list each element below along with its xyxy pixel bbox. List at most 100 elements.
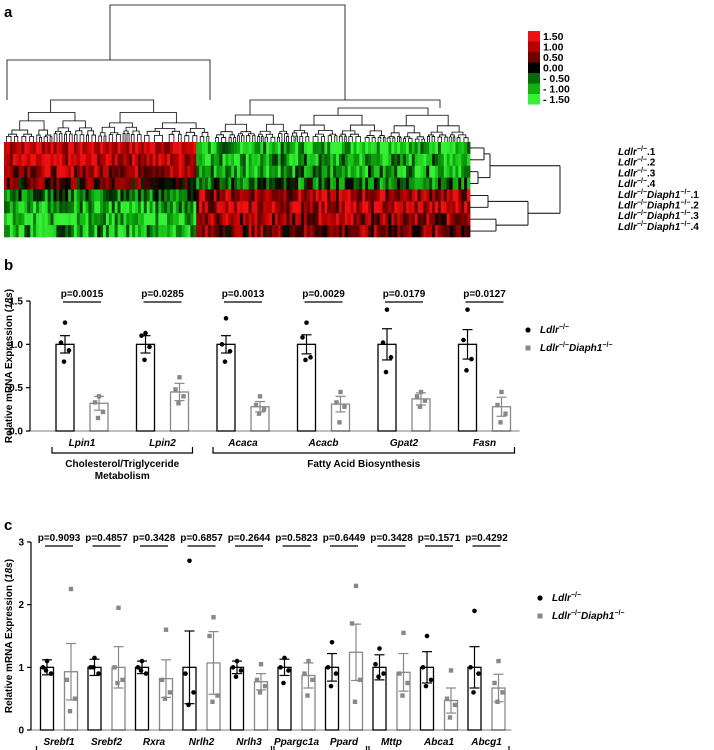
heatmap-cell (467, 153, 471, 167)
heatmap-cell (15, 165, 19, 178)
data-point (469, 356, 474, 362)
heatmap-cell (362, 225, 366, 238)
heatmap-cell (301, 153, 305, 167)
heatmap-cell (126, 201, 130, 214)
y-tick-label: 0.5 (9, 383, 23, 394)
heatmap-cell (88, 153, 92, 167)
heatmap-cell (158, 213, 162, 226)
heatmap-cell (105, 142, 110, 155)
column-dendrogram-branch (403, 136, 411, 139)
heatmap-cell (242, 225, 247, 238)
heatmap-cell (303, 165, 308, 178)
heatmap-cell (356, 213, 360, 226)
data-point (305, 693, 310, 698)
heatmap-cell (97, 201, 101, 214)
heatmap-cell (152, 153, 156, 167)
heatmap-cell (97, 142, 101, 155)
heatmap-cell (391, 213, 395, 226)
heatmap-cell (27, 201, 31, 214)
legend-marker (537, 595, 543, 601)
p-value-label: p=0.0029 (302, 289, 345, 300)
heatmap-cell (161, 225, 165, 238)
heatmap-cell (103, 142, 107, 155)
column-dendrogram-branch (252, 135, 256, 138)
heatmap-cell (140, 201, 145, 214)
category-label: Srebf2 (91, 737, 123, 748)
heatmap-cell (123, 201, 127, 214)
heatmap-cell (464, 213, 468, 226)
heatmap-cell (405, 177, 410, 190)
heatmap-cell (155, 225, 159, 238)
heatmap-cell (105, 153, 110, 167)
heatmap-cell (103, 153, 107, 167)
heatmap-cell (21, 142, 25, 155)
heatmap-cell (309, 225, 314, 238)
heatmap-cell (432, 142, 436, 155)
column-dendrogram-branch (184, 135, 190, 138)
heatmap-cell (12, 225, 17, 238)
heatmap-cell (318, 213, 322, 226)
heatmap-cell (263, 189, 267, 202)
data-point (66, 348, 72, 353)
column-dendrogram-branch (125, 126, 137, 131)
heatmap-cell (175, 213, 180, 226)
heatmap-cell (341, 153, 346, 167)
heatmap-cell (181, 201, 185, 214)
heatmap-cell (15, 213, 19, 226)
heatmap-cell (309, 165, 314, 178)
heatmap-cell (362, 189, 366, 202)
heatmap-cell (82, 165, 86, 178)
heatmap-cell (190, 201, 194, 214)
heatmap-cell (24, 189, 28, 202)
heatmap-cell (283, 201, 287, 214)
heatmap-cell (38, 189, 43, 202)
heatmap-cell (108, 142, 113, 155)
heatmap-cell (172, 142, 177, 155)
heatmap-cell (277, 142, 282, 155)
heatmap-cell (455, 153, 459, 167)
heatmap-cell (9, 225, 14, 238)
column-dendrogram-branch (364, 137, 370, 140)
heatmap-cell (137, 177, 142, 190)
column-dendrogram-branch (23, 133, 33, 137)
heatmap-cell (257, 225, 261, 238)
heatmap-cell (440, 225, 445, 238)
heatmap-cell (158, 225, 162, 238)
heatmap-cell (437, 201, 442, 214)
heatmap-cell (103, 165, 107, 178)
heatmap-cell (204, 153, 209, 167)
heatmap-cell (260, 142, 264, 155)
heatmap-cell (295, 213, 299, 226)
heatmap-cell (242, 142, 247, 155)
heatmap-cell (359, 142, 363, 155)
heatmap-cell (222, 177, 226, 190)
heatmap-cell (327, 225, 331, 238)
heatmap-cell (391, 153, 395, 167)
column-dendrogram-branch (414, 138, 420, 141)
heatmap-cell (368, 201, 372, 214)
column-dendrogram-branch (178, 133, 182, 137)
heatmap-cell (30, 213, 34, 226)
heatmap-cell (9, 165, 14, 178)
column-dendrogram-branch (427, 136, 431, 138)
heatmap-cell (4, 177, 8, 190)
heatmap-cell (359, 153, 363, 167)
heatmap-cell (321, 177, 325, 190)
heatmap-cell (289, 153, 293, 167)
heatmap-cell (161, 165, 165, 178)
heatmap-cell (341, 225, 346, 238)
heatmap-cell (315, 165, 319, 178)
heatmap-cell (362, 201, 366, 214)
heatmap-cell (289, 201, 293, 214)
heatmap-cell (129, 153, 133, 167)
heatmap-cell (132, 213, 136, 226)
heatmap-cell (458, 189, 462, 202)
heatmap-cell (38, 177, 43, 190)
p-value-label: p=0.4857 (85, 533, 128, 544)
heatmap-cell (88, 213, 92, 226)
heatmap-cell (455, 213, 459, 226)
heatmap-cell (394, 189, 398, 202)
heatmap-cell (237, 225, 241, 238)
heatmap-cell (79, 225, 84, 238)
data-point (68, 586, 74, 592)
